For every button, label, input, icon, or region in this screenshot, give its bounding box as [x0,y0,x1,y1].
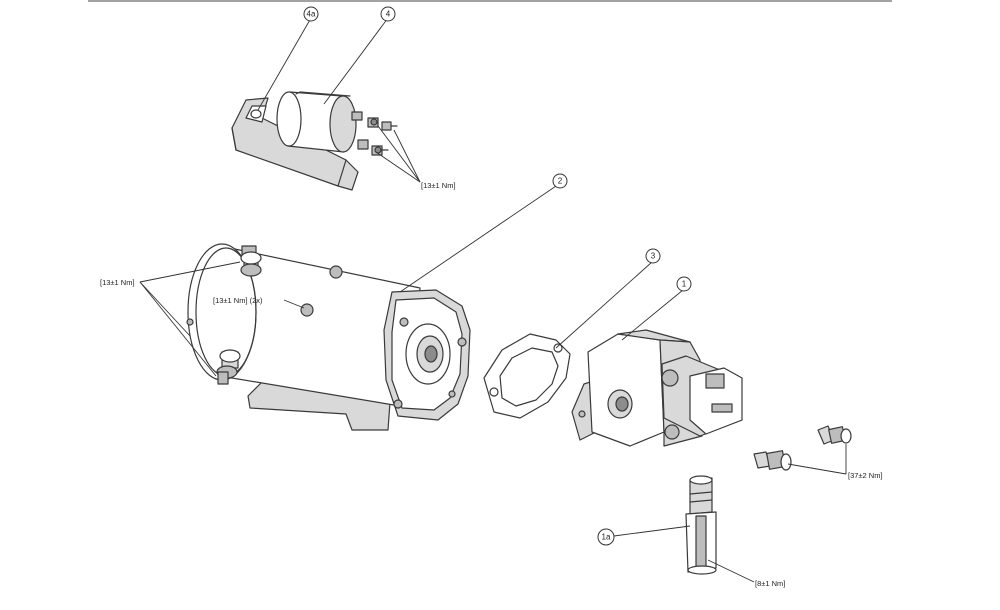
callout-4a: 4a [303,6,319,22]
callout-1: 1 [676,276,692,292]
callout-4-label: 4 [386,10,391,19]
torque-label-valve-cartridge: [8±1 Nm] [755,579,785,588]
motor-assembly [186,243,471,431]
callout-2-label: 2 [558,177,563,186]
torque-label-solenoid: [13±1 Nm] [421,181,456,190]
torque-label-motor-terminals: [13±1 Nm] [100,278,135,287]
callout-1-label: 1 [682,280,687,289]
torque-label-fittings: [37±2 Nm] [848,471,883,480]
callout-4: 4 [380,6,396,22]
callout-4a-label: 4a [307,10,316,19]
callout-2: 2 [552,173,568,189]
fittings [753,425,852,471]
torque-label-motor-bolts: [13±1 Nm] (2x) [213,296,263,305]
valve-cartridge [685,475,717,575]
callout-1a: 1a [597,528,615,546]
hydraulic-pump [571,329,743,447]
leader-lines [139,17,847,583]
callout-3: 3 [645,248,661,264]
callout-3-label: 3 [651,252,656,261]
callout-1a-label: 1a [602,533,611,542]
solenoid-assembly [231,91,398,191]
gasket [483,333,571,419]
